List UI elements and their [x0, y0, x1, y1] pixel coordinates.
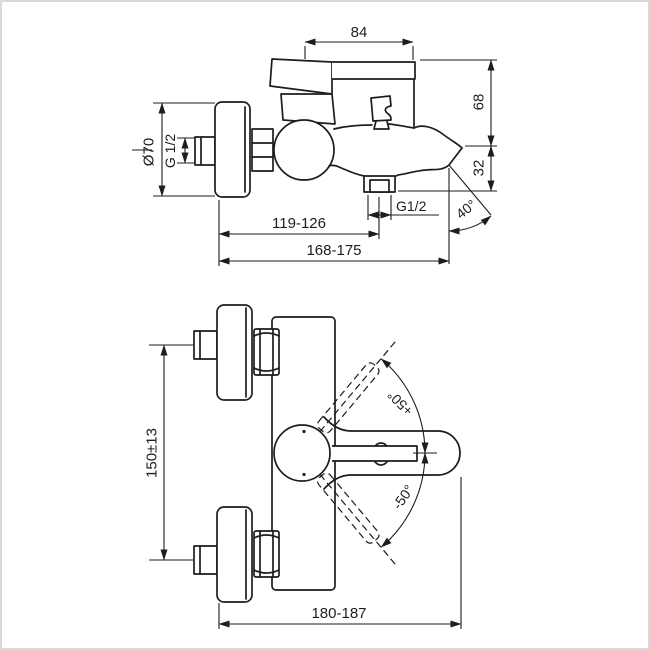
- dim-d70-label: Ø70: [141, 138, 158, 166]
- diverter-neck: [373, 120, 390, 130]
- dim-180-label: 180-187: [311, 605, 366, 622]
- handle-position-down: [316, 472, 380, 544]
- inlet-nipple: [194, 136, 216, 166]
- handle-lever: [332, 61, 416, 80]
- hex-nut: [251, 128, 274, 172]
- spout-underside-right: [395, 147, 463, 177]
- thread-outlet-label: G1/2: [396, 198, 427, 214]
- escutcheon-top: [216, 304, 253, 401]
- angle-plus50-label: +50°: [384, 387, 416, 419]
- handle-position-up: [316, 362, 380, 434]
- spout-outline: [323, 416, 461, 490]
- side-view: 84 68 32 Ø70 G 1/2 G1/2 40° 119-126 168-…: [132, 24, 497, 266]
- spout-underside-left: [328, 164, 365, 177]
- dim-168-label: 168-175: [306, 242, 361, 259]
- dim-119-label: 119-126: [272, 215, 326, 232]
- dim-68-label: 68: [471, 94, 488, 111]
- hex-nut-top: [253, 328, 280, 376]
- inlet-nipple-bottom: [193, 545, 218, 575]
- handle-swing-centerlines: [319, 339, 398, 567]
- dim-84-label: 84: [351, 24, 368, 41]
- angle-arc-40: [448, 215, 492, 235]
- escutcheon-bottom: [216, 506, 253, 603]
- diverter-knob: [370, 95, 392, 122]
- thread-inlet-label: G 1/2: [162, 134, 178, 168]
- front-view: +50° -50° 150±13 180-187: [144, 304, 462, 629]
- spout-nose-top: [413, 125, 463, 149]
- angle-ref-line: [448, 164, 492, 216]
- dim-32-label: 32: [471, 160, 488, 177]
- cartridge-circle: [273, 424, 331, 482]
- spout-top-right: [388, 123, 415, 129]
- inlet-nipple-top: [193, 330, 218, 360]
- handle-lever-front: [332, 445, 418, 462]
- hex-nut-bottom: [253, 530, 280, 578]
- angle-40-label: 40°: [453, 196, 480, 222]
- spout-top-left: [333, 124, 373, 130]
- cartridge-neck: [280, 93, 336, 125]
- dim-150-label: 150±13: [144, 428, 161, 478]
- ball-joint: [273, 119, 335, 181]
- wall-escutcheon: [214, 101, 251, 198]
- handle-hub: [269, 58, 333, 95]
